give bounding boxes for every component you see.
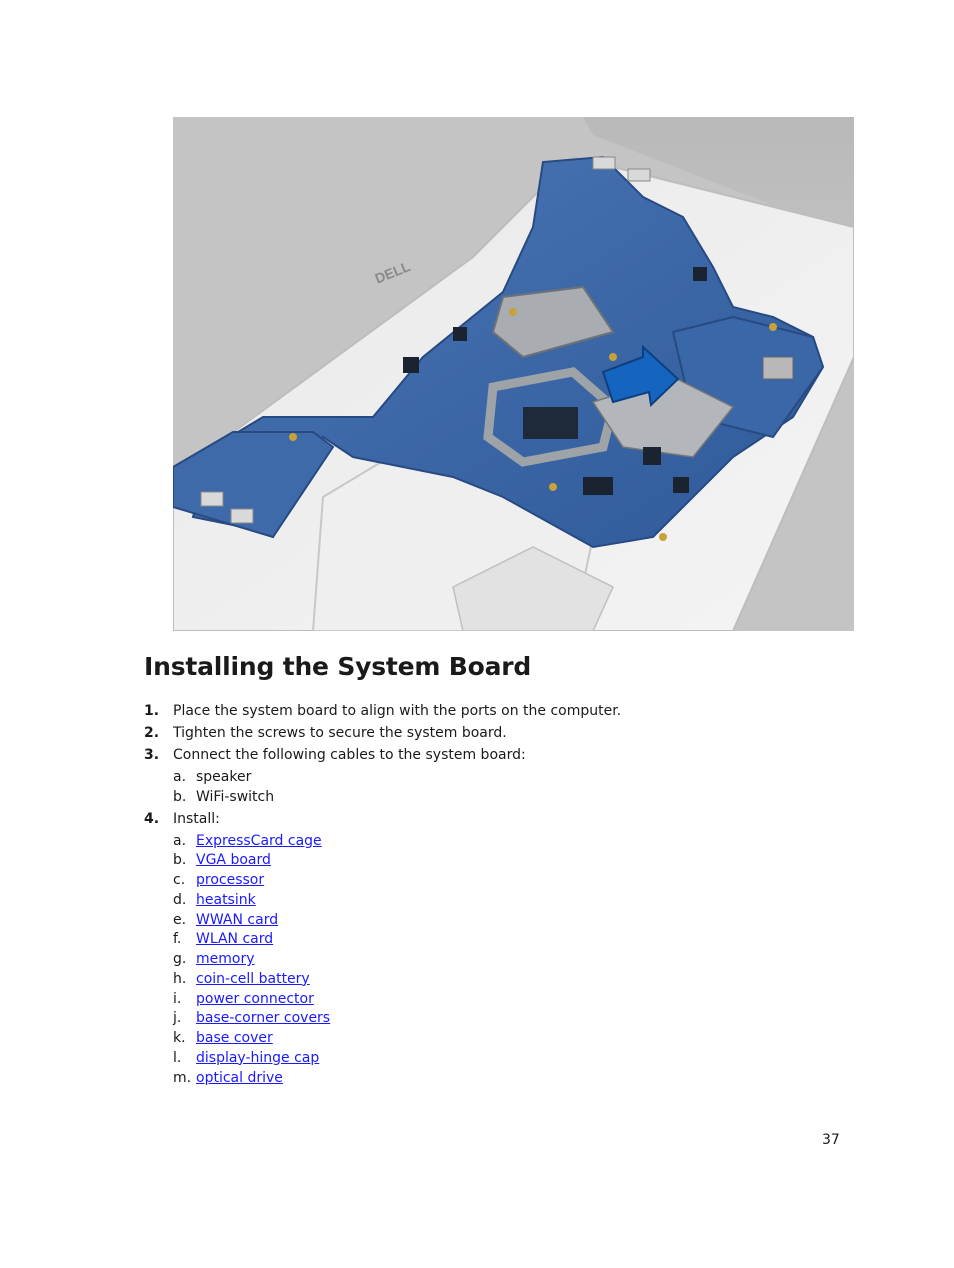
- link-heatsink[interactable]: heatsink: [196, 891, 256, 908]
- list-letter: e.: [173, 911, 187, 928]
- link-wwan-card[interactable]: WWAN card: [196, 911, 279, 928]
- list-letter: b.: [173, 788, 187, 805]
- list-item: h. coin-cell battery: [144, 970, 844, 990]
- list-item: f. WLAN card: [144, 930, 844, 950]
- list-item: g. memory: [144, 950, 844, 970]
- list-letter: g.: [173, 951, 187, 967]
- list-letter: m.: [173, 1069, 192, 1086]
- link-coin-cell-battery[interactable]: coin-cell battery: [196, 970, 310, 987]
- section-title: Installing the System Board: [144, 652, 532, 681]
- link-expresscard-cage[interactable]: ExpressCard cage: [196, 832, 322, 849]
- step-text: Install:: [173, 810, 220, 827]
- page-number: 37: [822, 1132, 840, 1148]
- list-letter: j.: [173, 1010, 182, 1027]
- list-item: c. processor: [144, 871, 844, 891]
- list-item: e. WWAN card: [144, 911, 844, 931]
- list-letter: b.: [173, 852, 187, 869]
- link-power-connector[interactable]: power connector: [196, 990, 314, 1007]
- link-wlan-card[interactable]: WLAN card: [196, 931, 274, 948]
- list-item: a. ExpressCard cage: [144, 832, 844, 852]
- link-optical-drive[interactable]: optical drive: [196, 1069, 283, 1086]
- system-board-illustration: DELL: [173, 117, 854, 631]
- cable-wifi-switch: WiFi-switch: [196, 788, 275, 805]
- step-2: 2. Tighten the screws to secure the syst…: [144, 724, 844, 746]
- link-base-corner-covers[interactable]: base-corner covers: [196, 1010, 331, 1027]
- list-item: l. display-hinge cap: [144, 1049, 844, 1069]
- step-number: 4.: [144, 810, 160, 827]
- list-letter: c.: [173, 872, 186, 888]
- list-letter: h.: [173, 970, 187, 987]
- step-number: 2.: [144, 725, 160, 741]
- step-number: 3.: [144, 747, 160, 763]
- link-processor[interactable]: processor: [196, 872, 265, 888]
- list-item: k. base cover: [144, 1029, 844, 1049]
- link-display-hinge-cap[interactable]: display-hinge cap: [196, 1049, 320, 1066]
- step-text: Tighten the screws to secure the system …: [173, 725, 507, 741]
- link-memory[interactable]: memory: [196, 951, 255, 967]
- cable-speaker: speaker: [196, 769, 252, 785]
- link-base-cover[interactable]: base cover: [196, 1030, 273, 1046]
- list-letter: i.: [173, 990, 182, 1007]
- list-letter: f.: [173, 931, 182, 948]
- steps-list: 1. Place the system board to align with …: [144, 702, 844, 1088]
- list-letter: a.: [173, 769, 187, 785]
- step-text: Place the system board to align with the…: [173, 703, 622, 719]
- list-item: b. VGA board: [144, 851, 844, 871]
- link-vga-board[interactable]: VGA board: [196, 852, 271, 869]
- direction-arrow-icon: [601, 344, 680, 408]
- list-item: m. optical drive: [144, 1069, 844, 1089]
- list-letter: l.: [173, 1049, 182, 1066]
- list-item: a. speaker: [144, 768, 844, 788]
- list-item: b. WiFi-switch: [144, 788, 844, 808]
- step-text: Connect the following cables to the syst…: [173, 747, 526, 763]
- system-board-figure: DELL: [173, 117, 854, 631]
- list-letter: a.: [173, 832, 187, 849]
- step-3: 3. Connect the following cables to the s…: [144, 746, 844, 768]
- step-4: 4. Install:: [144, 810, 844, 832]
- list-item: i. power connector: [144, 990, 844, 1010]
- list-item: d. heatsink: [144, 891, 844, 911]
- list-item: j. base-corner covers: [144, 1009, 844, 1029]
- list-letter: d.: [173, 891, 187, 908]
- list-letter: k.: [173, 1030, 186, 1046]
- step-number: 1.: [144, 703, 160, 719]
- step-1: 1. Place the system board to align with …: [144, 702, 844, 724]
